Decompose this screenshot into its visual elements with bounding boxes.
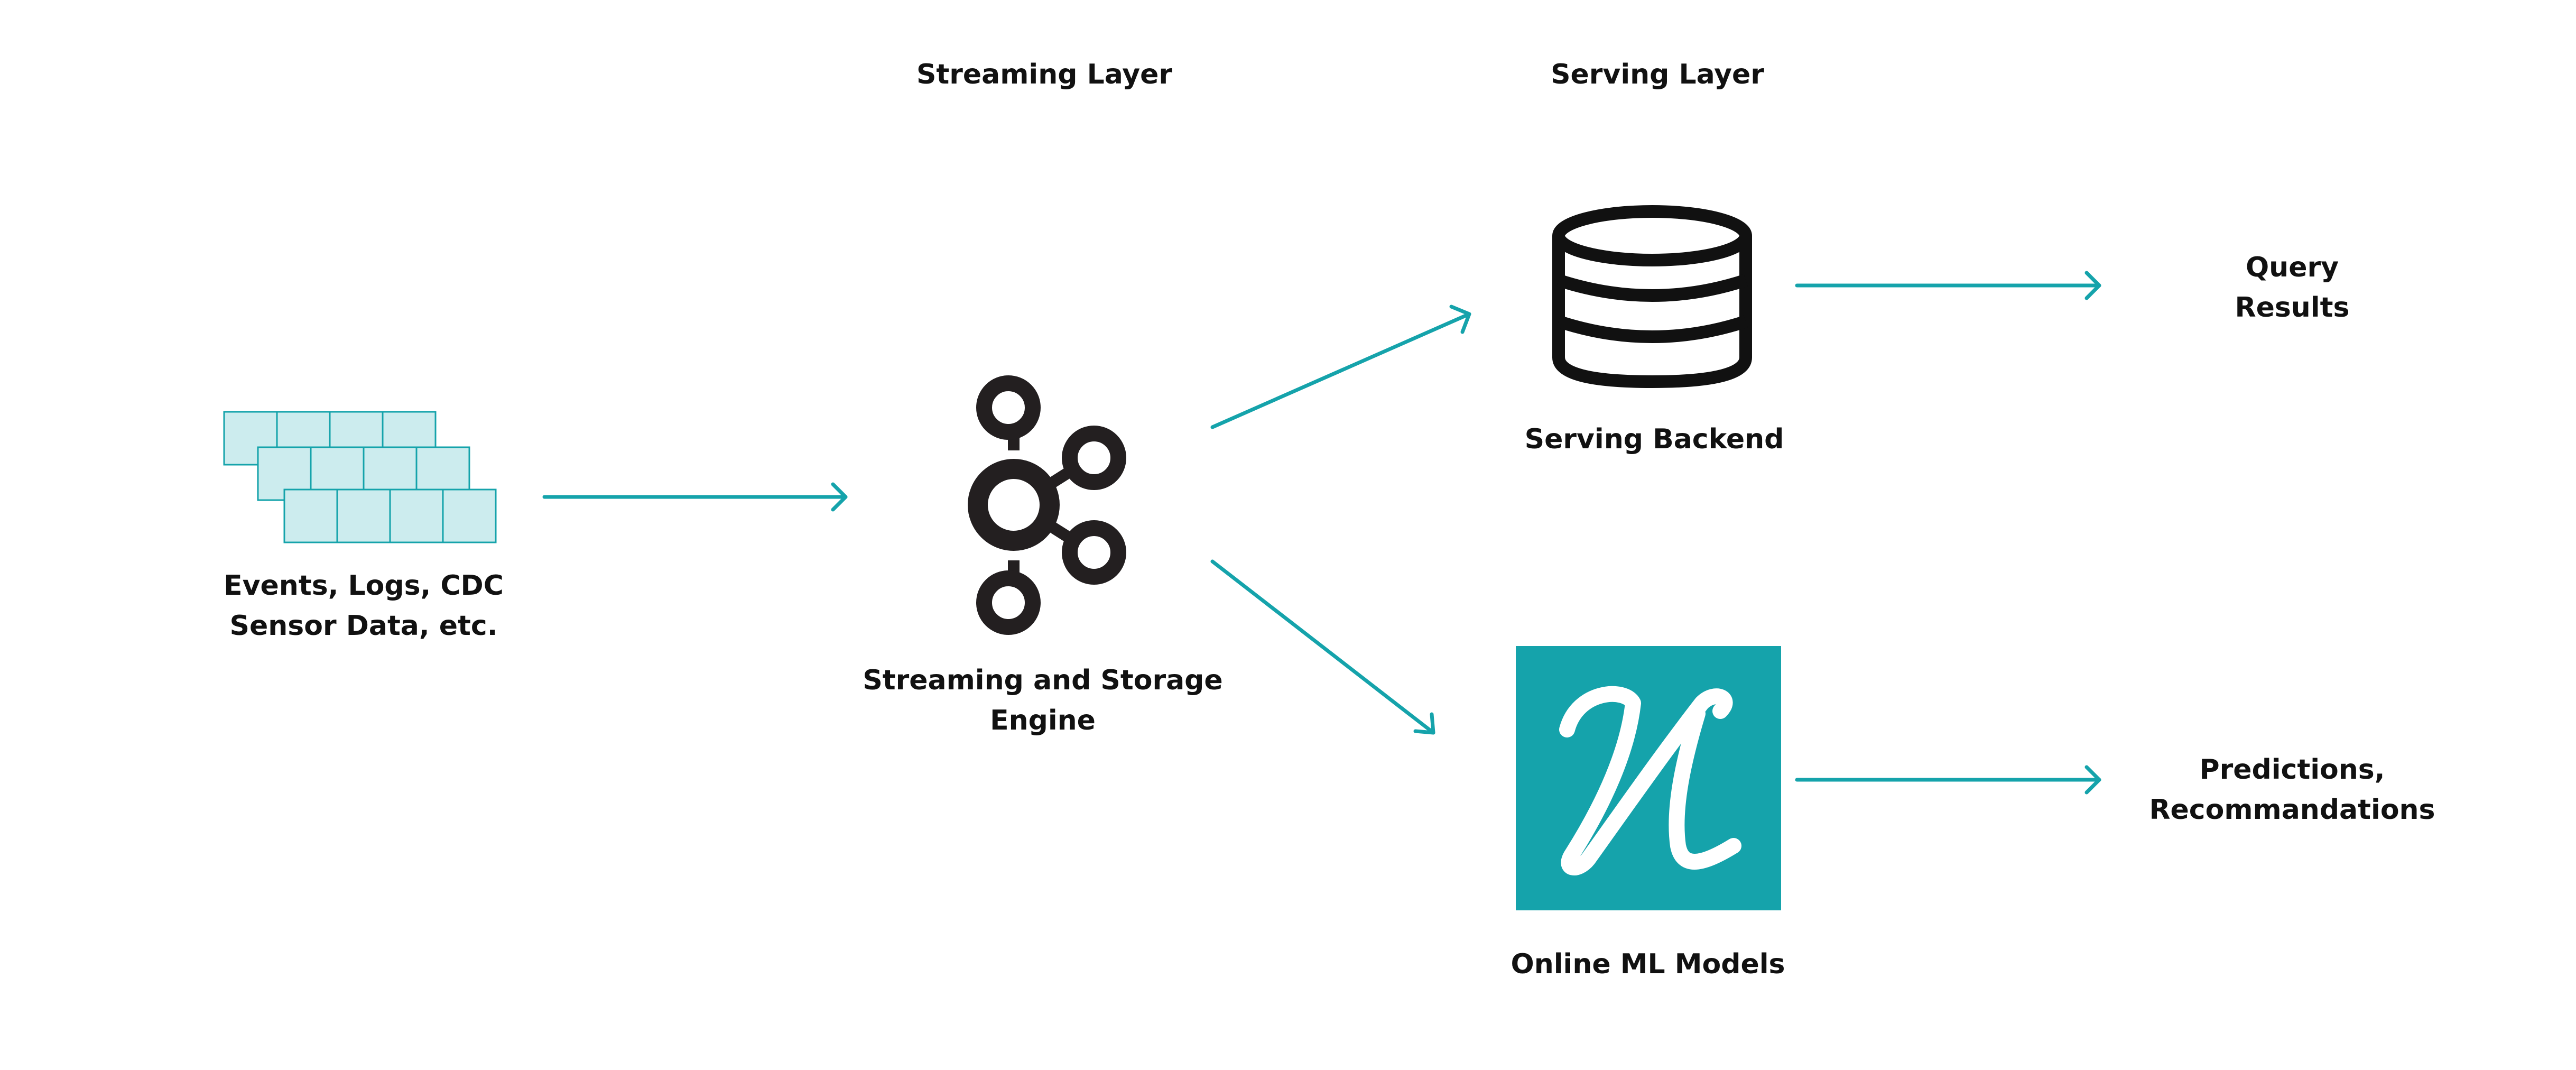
edge-engine-to-ml-models — [1210, 559, 1435, 735]
sources-label-line2: Sensor Data, etc. — [229, 610, 498, 642]
predictions-label-line2: Recommandations — [2149, 794, 2435, 826]
streaming-layer-title: Streaming Layer — [916, 59, 1173, 90]
event-stream-icon — [223, 411, 497, 543]
sources-label-line1: Events, Logs, CDC — [224, 570, 504, 602]
query-results-label-line2: Results — [2235, 292, 2350, 324]
serving-layer-title: Serving Layer — [1551, 59, 1764, 90]
engine-label-line2: Engine — [990, 705, 1096, 736]
predictions-label: Predictions, Recommandations — [2081, 750, 2504, 830]
query-results-label-line1: Query — [2245, 252, 2339, 283]
predictions-label-line1: Predictions, — [2199, 754, 2385, 786]
database-icon — [1552, 205, 1752, 389]
edge-engine-to-serving-backend — [1210, 305, 1471, 429]
river-logo-icon — [1516, 646, 1781, 910]
edge-sources-to-engine — [542, 482, 848, 512]
kafka-icon — [968, 375, 1126, 635]
serving-backend-label-text: Serving Backend — [1524, 423, 1784, 455]
query-results-label: Query Results — [2081, 247, 2504, 328]
engine-label-line1: Streaming and Storage — [863, 665, 1223, 696]
serving-layer-header: Serving Layer — [1446, 54, 1869, 95]
ml-models-label: Online ML Models — [1437, 944, 1859, 984]
serving-backend-label: Serving Backend — [1443, 419, 1866, 459]
ml-models-label-text: Online ML Models — [1511, 948, 1785, 980]
engine-label: Streaming and Storage Engine — [831, 660, 1254, 741]
streaming-layer-header: Streaming Layer — [833, 54, 1256, 95]
edge-ml-models-to-predictions — [1795, 765, 2101, 795]
edge-serving-backend-to-query-results — [1795, 271, 2101, 300]
sources-label: Events, Logs, CDC Sensor Data, etc. — [152, 566, 575, 646]
